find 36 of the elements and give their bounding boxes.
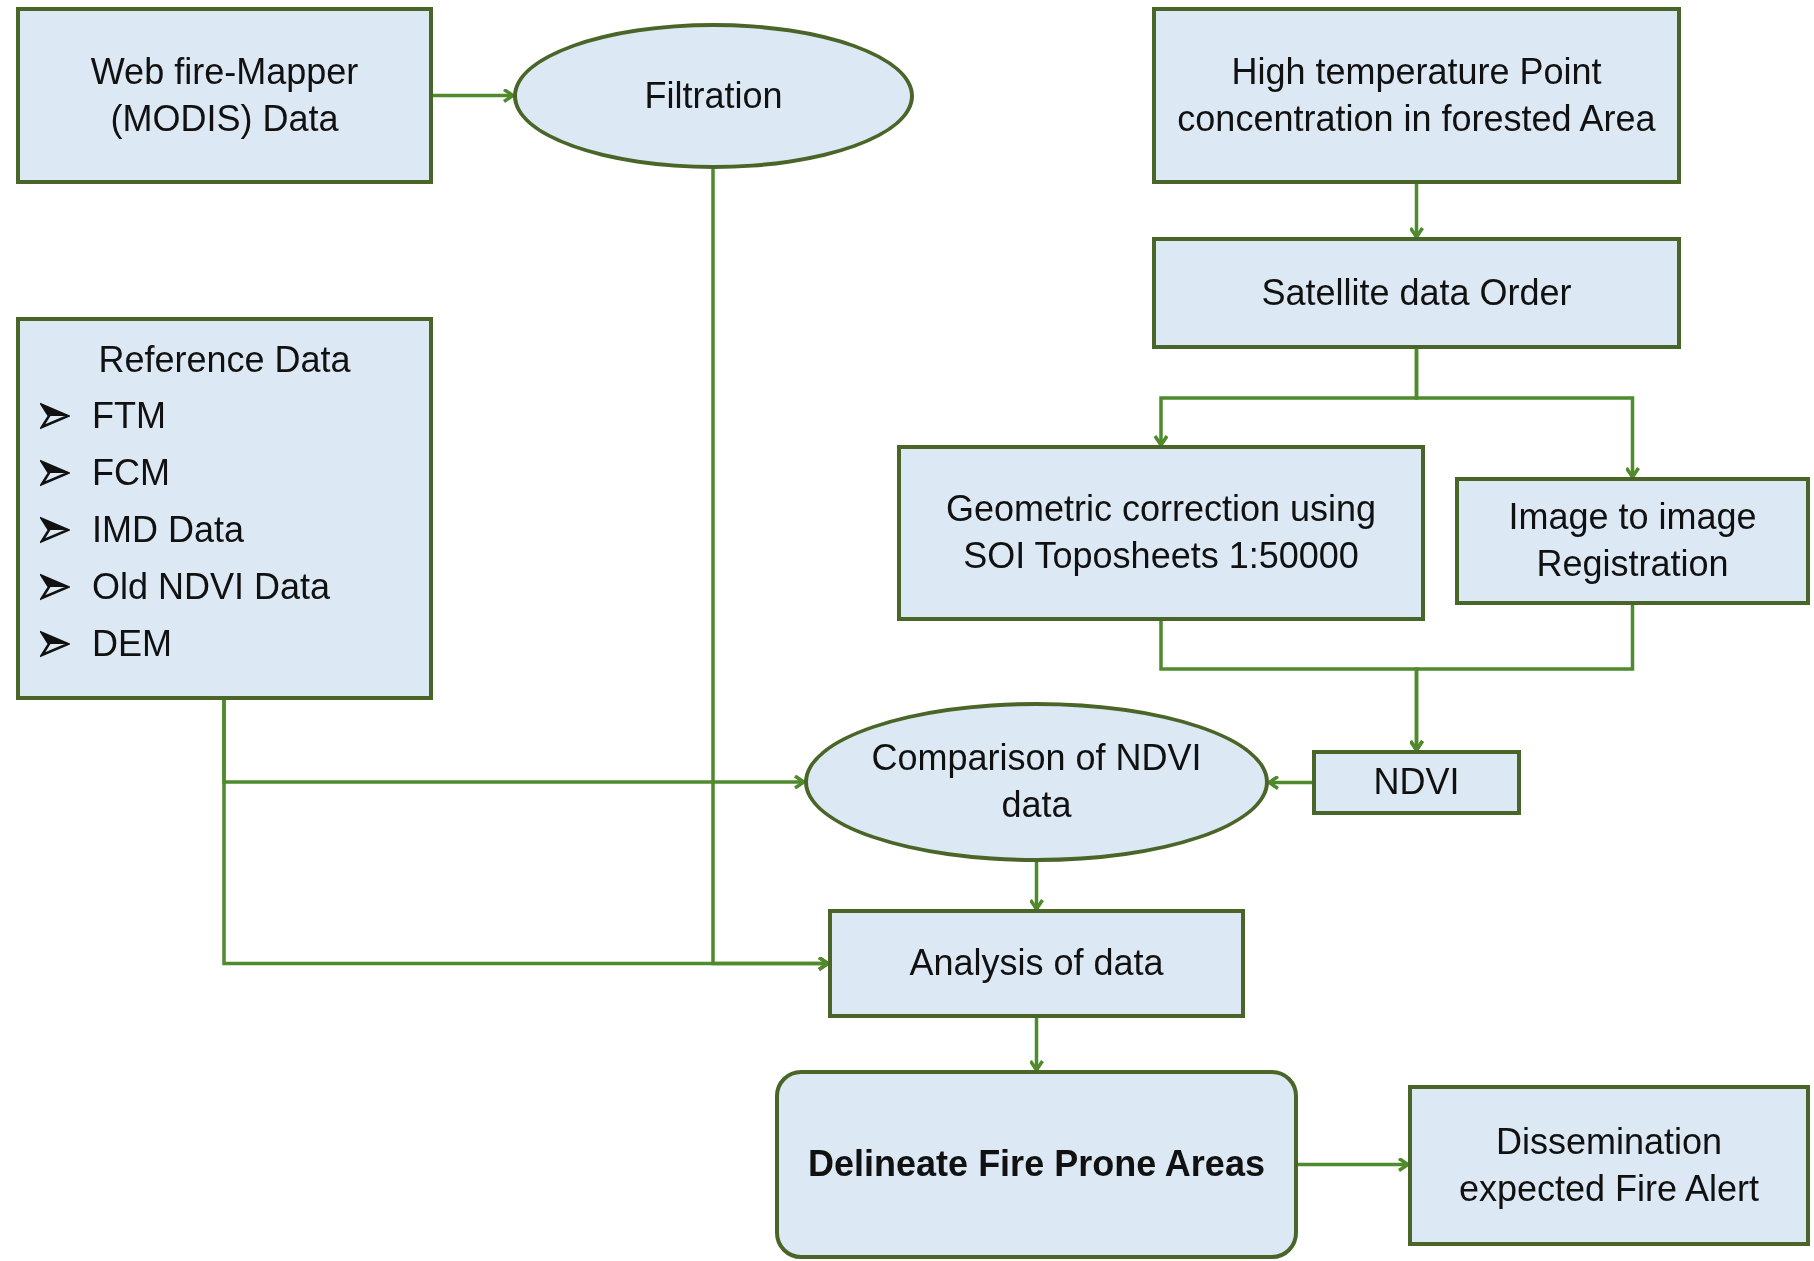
process-box <box>16 7 433 184</box>
process-box <box>1152 7 1681 184</box>
connector-arrow <box>433 87 515 104</box>
connector-arrow <box>1267 774 1312 791</box>
node-text: Image to image Registration <box>1507 495 1758 586</box>
list-item-text: DEM <box>92 621 172 666</box>
process-box <box>1455 477 1810 605</box>
node-text: Filtration <box>644 73 783 118</box>
list-item-text: FTM <box>92 393 166 438</box>
list-item-text: IMD Data <box>92 507 245 552</box>
connector-arrow <box>1028 862 1045 911</box>
list-box <box>16 317 433 700</box>
node-text: NDVI <box>1373 760 1460 805</box>
node-text: Dissemination expected Fire Alert <box>1457 1119 1761 1211</box>
node-text: Analysis of data <box>909 941 1164 986</box>
process-box <box>1152 237 1681 349</box>
rounded-box <box>775 1070 1298 1259</box>
node-text: Comparison of NDVI data <box>870 736 1203 827</box>
list-item-text: FCM <box>92 450 170 495</box>
list-item-text: Old NDVI Data <box>92 564 331 609</box>
node-text: Satellite data Order <box>1261 270 1572 315</box>
connector-arrow <box>1298 1156 1410 1173</box>
node-text: Geometric correction using SOI Toposheets 1:50000 <box>944 487 1378 578</box>
connector-arrow <box>711 169 830 972</box>
node-text: Web fire-Mapper (MODIS) Data <box>89 49 360 141</box>
process-box <box>828 909 1245 1018</box>
process-box <box>1312 750 1521 815</box>
node-text: High temperature Point concentration in forested Area <box>1176 49 1657 141</box>
connector-arrow <box>1408 184 1425 239</box>
connector-arrow <box>1408 605 1635 752</box>
heading-text: Reference Data <box>97 338 352 382</box>
node-text: Delineate Fire Prone Areas <box>808 1142 1265 1187</box>
process-box <box>897 445 1425 621</box>
connector-arrow <box>1028 1018 1045 1072</box>
process-box <box>1408 1085 1810 1246</box>
connector-arrow <box>1414 349 1641 479</box>
